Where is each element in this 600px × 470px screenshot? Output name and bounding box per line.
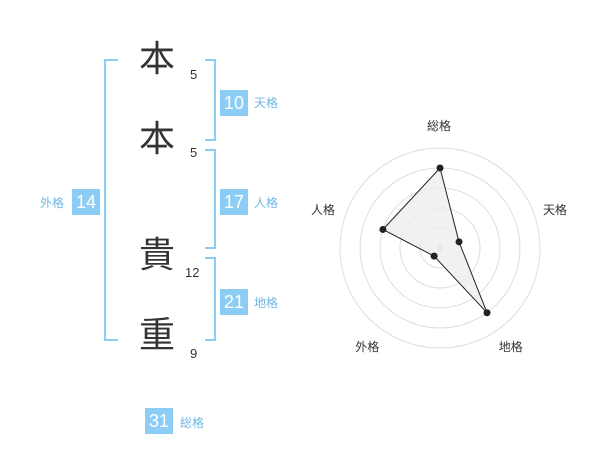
stroke-count-3: 12 xyxy=(185,265,200,280)
radar-series-shape xyxy=(382,166,488,314)
chikaku-bracket xyxy=(205,257,216,341)
radar-axis-label: 人格 xyxy=(310,203,335,218)
tenkaku-badge: 10 xyxy=(220,90,248,116)
name-char-4: 重 xyxy=(138,315,175,356)
gaikaku-badge: 14 xyxy=(72,189,100,215)
radar-point xyxy=(455,238,463,246)
name-char-3: 貴 xyxy=(138,235,175,276)
chikaku-label: 地格 xyxy=(254,296,279,310)
radar-point xyxy=(379,225,387,233)
jinkaku-badge: 17 xyxy=(220,189,248,215)
jinkaku-bracket xyxy=(205,149,216,249)
chikaku-badge: 21 xyxy=(220,289,248,315)
tenkaku-label: 天格 xyxy=(254,96,279,110)
stroke-count-2: 5 xyxy=(190,145,198,160)
jinkaku-label: 人格 xyxy=(254,196,279,210)
radar-axis-label: 天格 xyxy=(543,203,568,218)
soukaku-badge: 31 xyxy=(145,408,173,434)
gaikaku-bracket xyxy=(104,59,118,341)
radar-point xyxy=(483,309,491,317)
stroke-count-1: 5 xyxy=(190,67,198,82)
name-char-1: 本 xyxy=(138,39,175,80)
radar-axis-label: 地格 xyxy=(498,339,523,354)
name-char-2: 本 xyxy=(138,119,175,160)
radar-point xyxy=(436,164,444,172)
radar-axis-label: 外格 xyxy=(355,339,380,354)
radar-points xyxy=(379,164,491,317)
stroke-count-4: 9 xyxy=(190,346,198,361)
radar-axis-label: 総格 xyxy=(427,119,452,133)
tenkaku-bracket xyxy=(205,59,216,141)
radar-point xyxy=(430,252,438,260)
gaikaku-label: 外格 xyxy=(40,196,65,210)
radar-ring xyxy=(339,147,541,349)
soukaku-label: 総格 xyxy=(180,416,205,430)
